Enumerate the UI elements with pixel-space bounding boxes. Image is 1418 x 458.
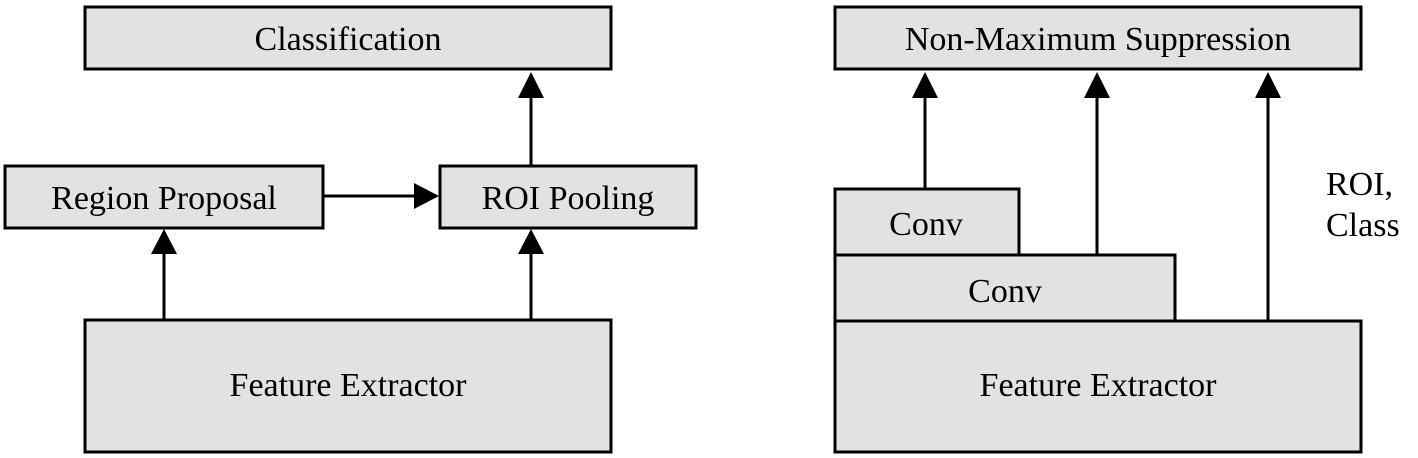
arrow-conv-top-to-nms	[912, 72, 938, 189]
feature-extractor-node-left: Feature Extractor	[83, 318, 613, 454]
conv-node-top: Conv	[833, 187, 1021, 257]
arrow-region-proposal-to-roi-pooling	[323, 183, 439, 209]
roi-class-annotation: ROI, Class	[1326, 166, 1400, 244]
feature-extractor-label-right: Feature Extractor	[980, 367, 1218, 404]
roi-class-label-line1: ROI,	[1326, 166, 1393, 203]
region-proposal-label: Region Proposal	[51, 180, 277, 217]
single-stage-detector: Non-Maximum Suppression Conv Conv Featur…	[833, 5, 1400, 454]
conv-label-top: Conv	[889, 206, 963, 243]
region-proposal-node: Region Proposal	[3, 164, 325, 230]
arrow-conv-bottom-to-nms	[1084, 72, 1110, 255]
arrow-fe-to-region-proposal	[151, 229, 177, 320]
nms-node: Non-Maximum Suppression	[833, 5, 1363, 71]
arrow-roi-pooling-to-classification	[518, 72, 544, 166]
conv-label-bottom: Conv	[968, 273, 1042, 310]
feature-extractor-node-right: Feature Extractor	[833, 319, 1363, 454]
roi-class-label-line2: Class	[1326, 207, 1400, 244]
arrow-fe-to-roi-pooling	[518, 229, 544, 320]
classification-node: Classification	[83, 5, 613, 71]
roi-pooling-label: ROI Pooling	[482, 180, 655, 217]
arrow-fe-to-nms	[1255, 72, 1281, 321]
two-stage-detector: Classification Region Proposal ROI Pooli…	[3, 5, 698, 454]
roi-pooling-node: ROI Pooling	[438, 164, 698, 230]
feature-extractor-label-left: Feature Extractor	[230, 367, 468, 404]
conv-node-bottom: Conv	[833, 253, 1177, 323]
classification-label: Classification	[255, 21, 442, 58]
nms-label: Non-Maximum Suppression	[905, 21, 1291, 58]
